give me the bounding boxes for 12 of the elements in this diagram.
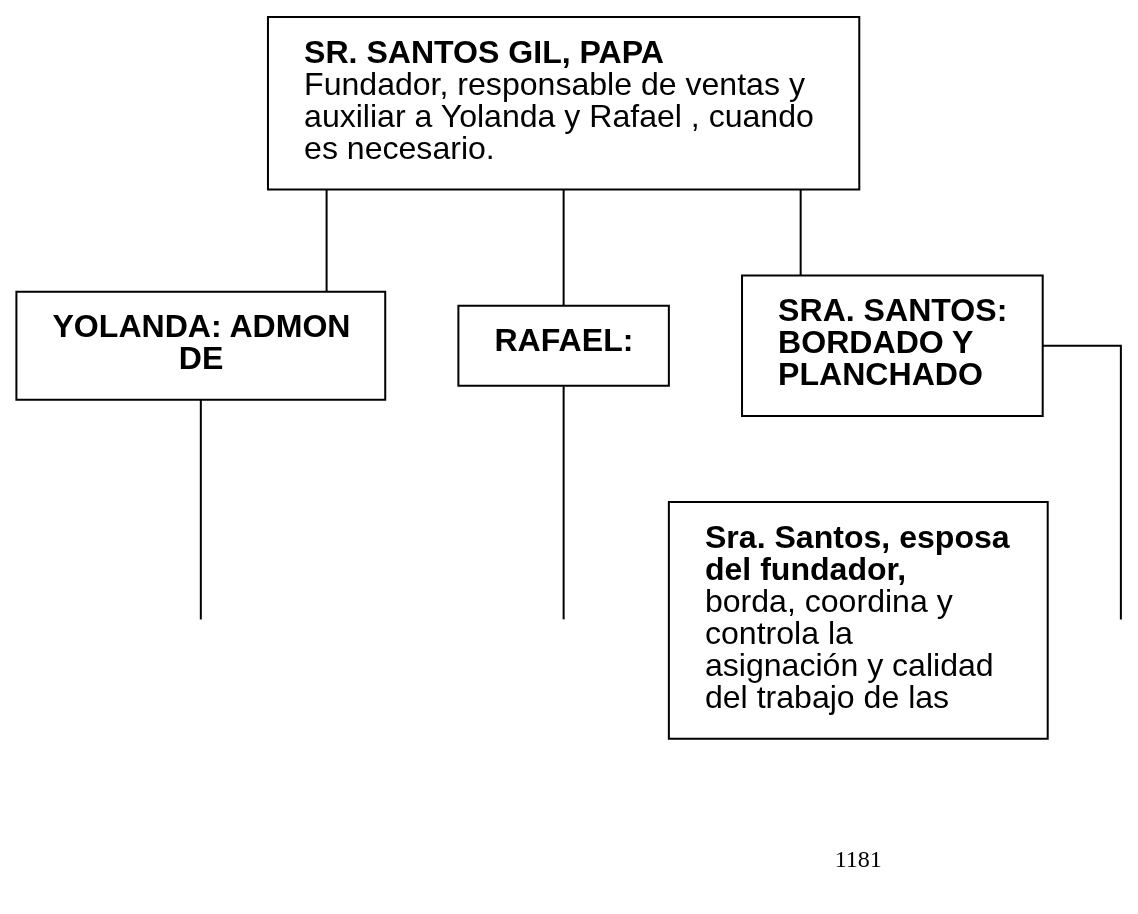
node-box: YOLANDA: ADMON DE xyxy=(15,290,387,401)
node-box: Sra. Santos, esposa del fundador, borda, coordina y controla la asignación y calidad del trabajo de las xyxy=(667,501,1049,740)
node-box: SRA. SANTOS: BORDADO Y PLANCHADO xyxy=(741,274,1044,417)
label: 1181 xyxy=(834,846,882,873)
node-box: RAFAEL: xyxy=(457,304,670,387)
connector xyxy=(799,188,802,276)
node-box: SR. SANTOS GIL, PAPA Fundador, responsable de ventas y auxiliar a Yolanda y Rafael , cuando es necesario. xyxy=(266,16,861,191)
connector xyxy=(1041,344,1122,621)
connector xyxy=(562,385,565,621)
connector xyxy=(562,188,565,307)
connector xyxy=(325,188,328,293)
connector xyxy=(199,399,202,621)
